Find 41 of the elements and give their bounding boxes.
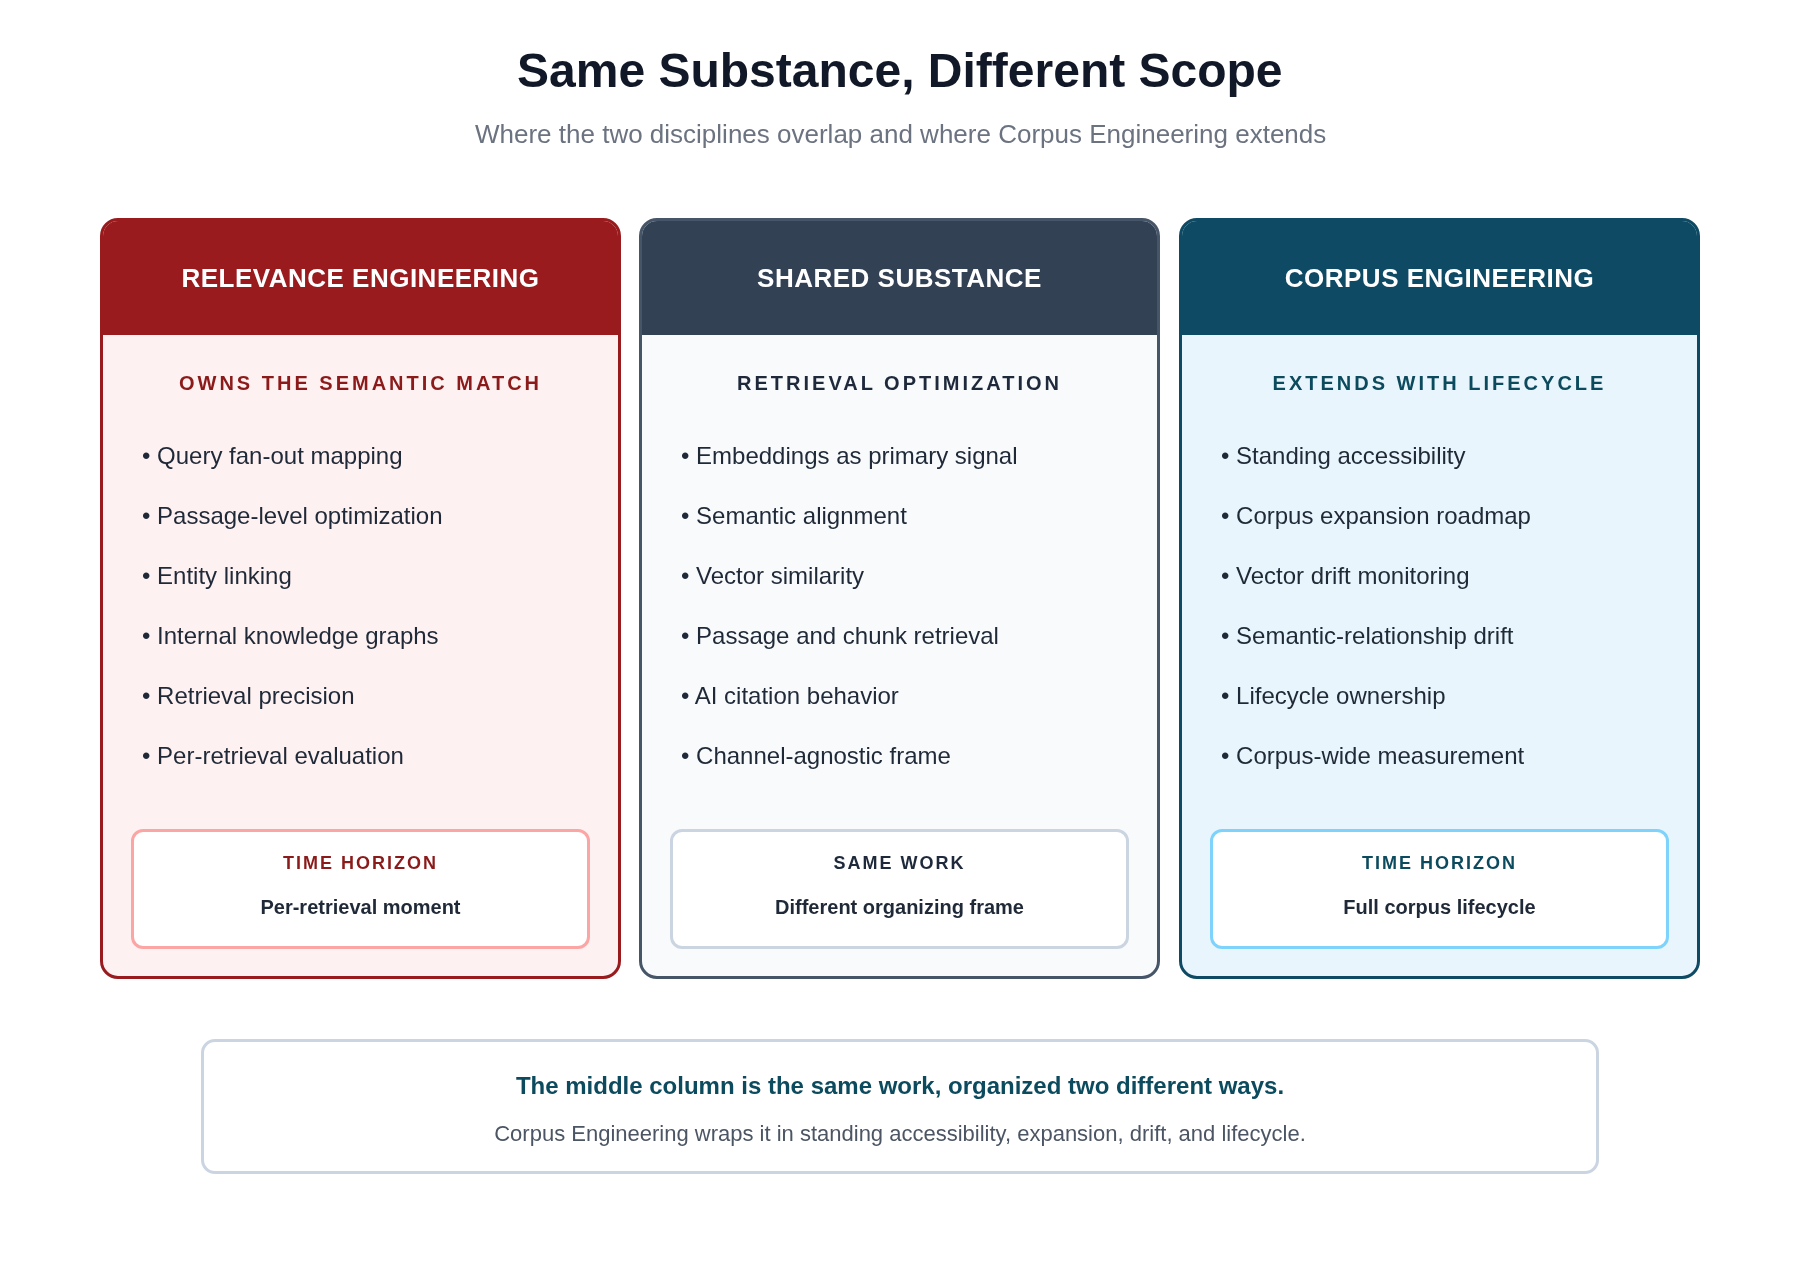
column-subheading: EXTENDS WITH LIFECYCLE (1272, 371, 1607, 396)
column-header: SHARED SUBSTANCE (757, 262, 1042, 294)
bullet-item: • Corpus-wide measurement (1221, 741, 1525, 771)
column-card (1179, 218, 1700, 979)
box-text: Per-retrieval moment (260, 895, 461, 920)
bullet-item: • Internal knowledge graphs (142, 621, 439, 651)
box-text: Different organizing frame (775, 895, 1024, 920)
box-heading: TIME HORIZON (283, 852, 438, 875)
bullet-item: • Lifecycle ownership (1221, 681, 1446, 711)
bullet-item: • Entity linking (142, 561, 292, 591)
bullet-item: • Corpus expansion roadmap (1221, 501, 1531, 531)
column-card (100, 218, 621, 979)
horizon-box (1210, 829, 1669, 949)
subtitle: Where the two disciplines overlap and where Corpus Engineering extends (475, 118, 1327, 150)
column-header: RELEVANCE ENGINEERING (181, 262, 540, 294)
title: Same Substance, Different Scope (517, 43, 1283, 99)
note-text: Corpus Engineering wraps it in standing accessibility, expansion, drift, and lifecycle. (494, 1120, 1306, 1148)
note-box (201, 1039, 1599, 1174)
bullet-item: • AI citation behavior (681, 681, 899, 711)
bullet-item: • Per-retrieval evaluation (142, 741, 404, 771)
bullet-item: • Passage and chunk retrieval (681, 621, 999, 651)
column-subheading: RETRIEVAL OPTIMIZATION (737, 371, 1062, 396)
horizon-box (670, 829, 1129, 949)
bullet-item: • Embeddings as primary signal (681, 441, 1018, 471)
bullet-item: • Vector drift monitoring (1221, 561, 1470, 591)
bullet-item: • Semantic alignment (681, 501, 907, 531)
bullet-item: • Semantic-relationship drift (1221, 621, 1514, 651)
note-heading: The middle column is the same work, organized two different ways. (515, 1071, 1285, 1101)
column-card (639, 218, 1160, 979)
horizon-box (131, 829, 590, 949)
bullet-item: • Standing accessibility (1221, 441, 1466, 471)
bullet-item: • Vector similarity (681, 561, 865, 591)
box-text: Full corpus lifecycle (1343, 895, 1536, 920)
bullet-item: • Retrieval precision (142, 681, 355, 711)
column-header: CORPUS ENGINEERING (1284, 262, 1595, 294)
box-heading: SAME WORK (833, 852, 966, 875)
box-heading: TIME HORIZON (1362, 852, 1517, 875)
bullet-item: • Passage-level optimization (142, 501, 443, 531)
bullet-item: • Query fan-out mapping (142, 441, 403, 471)
bullet-item: • Channel-agnostic frame (681, 741, 951, 771)
column-subheading: OWNS THE SEMANTIC MATCH (178, 371, 543, 396)
